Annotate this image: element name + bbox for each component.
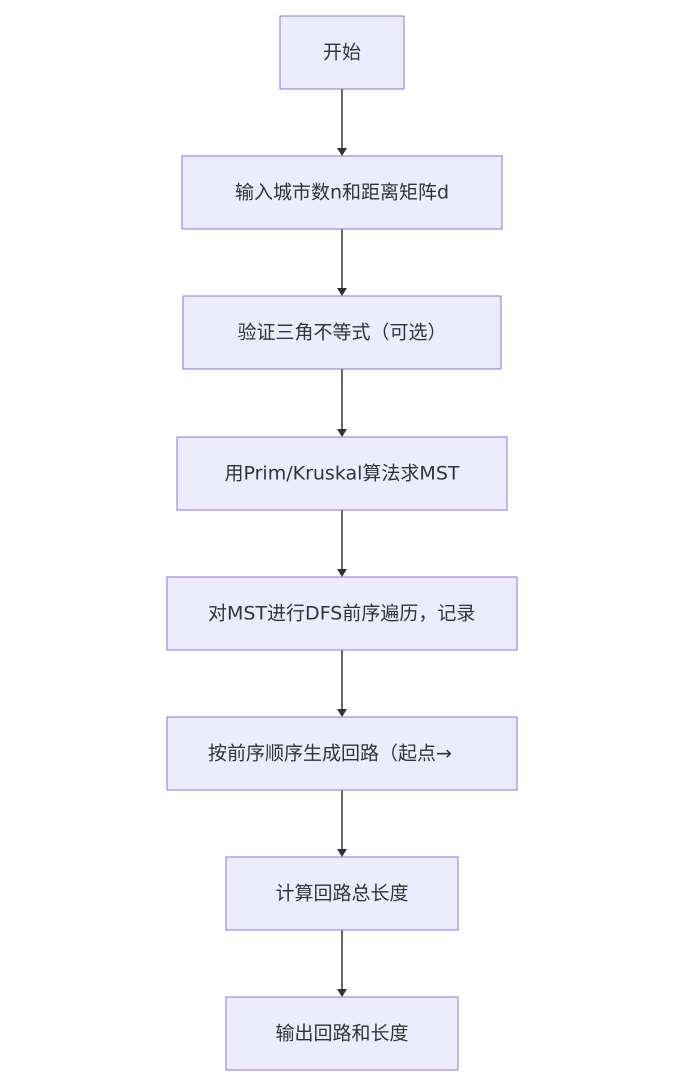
edge-dfs-to-tour bbox=[337, 650, 347, 717]
edge-mst-to-dfs bbox=[337, 510, 347, 577]
node-mst-box bbox=[176, 436, 508, 511]
node-input: 输入城市数n和距离矩阵d bbox=[181, 155, 503, 230]
node-mst-label: 用Prim/Kruskal算法求MST bbox=[225, 463, 460, 485]
node-tour-label: 按前序顺序生成回路（起点→ bbox=[208, 743, 452, 765]
node-dfs: 对MST进行DFS前序遍历，记录 bbox=[166, 576, 518, 651]
node-start: 开始 bbox=[279, 15, 405, 90]
node-dfs-box bbox=[166, 576, 518, 651]
node-length-label: 计算回路总长度 bbox=[275, 883, 408, 905]
edge-verify-to-mst bbox=[337, 369, 347, 437]
node-dfs-label: 对MST进行DFS前序遍历，记录 bbox=[208, 603, 475, 625]
node-output-box bbox=[225, 996, 459, 1071]
edge-length-to-output bbox=[337, 930, 347, 997]
node-mst: 用Prim/Kruskal算法求MST bbox=[176, 436, 508, 511]
node-output-label: 输出回路和长度 bbox=[275, 1023, 408, 1045]
node-tour-box bbox=[166, 716, 518, 791]
node-output: 输出回路和长度 bbox=[225, 996, 459, 1071]
node-start-box bbox=[279, 15, 405, 90]
edge-tour-to-length bbox=[337, 790, 347, 857]
node-input-box bbox=[181, 155, 503, 230]
edge-start-to-input bbox=[337, 89, 347, 156]
node-length: 计算回路总长度 bbox=[225, 856, 459, 931]
node-verify-box bbox=[182, 295, 502, 370]
edges bbox=[337, 89, 347, 997]
node-verify: 验证三角不等式（可选） bbox=[182, 295, 502, 370]
node-length-box bbox=[225, 856, 459, 931]
node-verify-label: 验证三角不等式（可选） bbox=[237, 322, 446, 344]
node-start-label: 开始 bbox=[323, 42, 361, 64]
node-input-label: 输入城市数n和距离矩阵d bbox=[235, 182, 449, 204]
edge-input-to-verify bbox=[337, 229, 347, 296]
node-tour: 按前序顺序生成回路（起点→ bbox=[166, 716, 518, 791]
